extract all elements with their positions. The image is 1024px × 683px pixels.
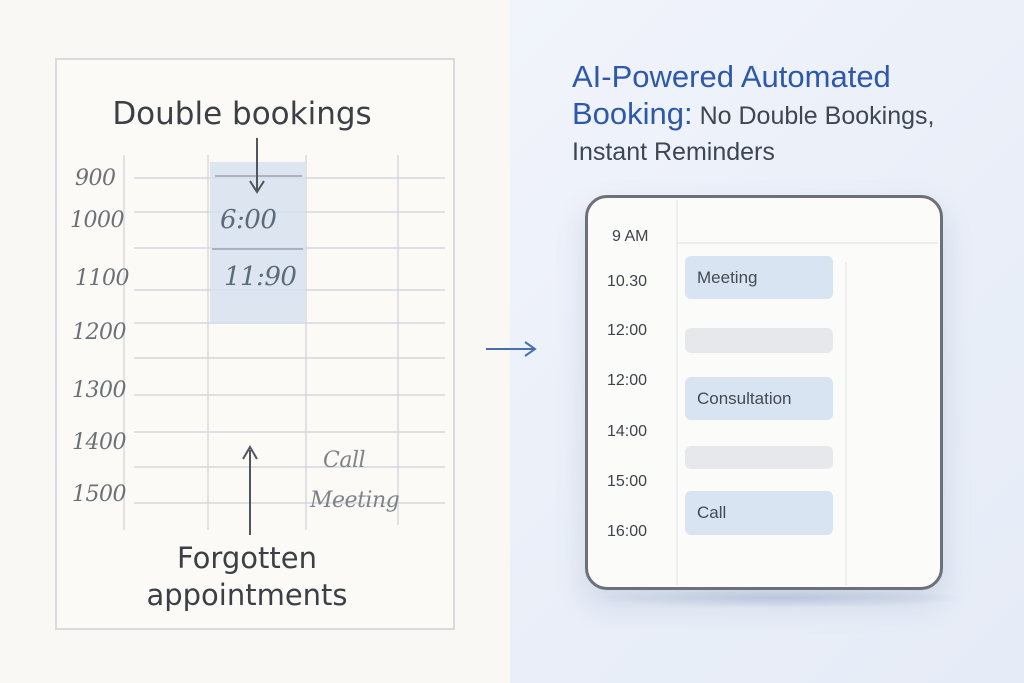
- hour-label: 1200: [72, 320, 127, 345]
- time-label: 12:00: [607, 322, 648, 339]
- paper-grid: [123, 155, 445, 530]
- forgotten-title-line2: appointments: [146, 578, 348, 612]
- event-empty-slot[interactable]: [685, 446, 833, 469]
- time-label: 14:00: [607, 423, 648, 440]
- heading-line1: AI-Powered Automated: [572, 59, 891, 94]
- forgotten-appointments-title: Forgotten appointments: [97, 540, 397, 614]
- time-label: 9 AM: [612, 228, 649, 245]
- up-arrow-icon: [242, 445, 258, 535]
- hour-label: 1000: [70, 208, 125, 233]
- down-arrow-icon: [249, 138, 265, 194]
- hour-label: 1300: [72, 378, 127, 403]
- hour-label: 1100: [75, 266, 130, 291]
- device-shadow: [590, 588, 970, 608]
- booking-block-lines: [212, 175, 303, 250]
- hour-label: 1500: [72, 482, 127, 507]
- time-label: 15:00: [607, 473, 648, 490]
- time-label: 16:00: [607, 523, 648, 540]
- event-consultation[interactable]: Consultation: [685, 377, 833, 420]
- event-meeting[interactable]: Meeting: [685, 256, 833, 299]
- handwritten-note-meeting: Meeting: [310, 488, 400, 513]
- handwritten-note-call: Call: [323, 448, 366, 473]
- right-arrow-icon: [486, 341, 537, 357]
- time-label: 10.30: [607, 273, 648, 290]
- heading-line3: Instant Reminders: [572, 138, 775, 166]
- hour-label: 900: [75, 166, 116, 191]
- event-call[interactable]: Call: [685, 491, 833, 535]
- paper-schedule-sheet: [55, 58, 455, 630]
- event-empty-slot[interactable]: [685, 328, 833, 353]
- booked-time-1: 6:00: [220, 205, 277, 235]
- heading-line2-rest: No Double Bookings,: [692, 102, 935, 130]
- double-bookings-title: Double bookings: [112, 96, 372, 132]
- event-label: Consultation: [697, 388, 792, 408]
- heading-line2-strong: Booking:: [572, 96, 693, 131]
- forgotten-title-line1: Forgotten: [177, 541, 317, 575]
- hour-label: 1400: [72, 430, 127, 455]
- booked-time-2: 11:90: [224, 262, 297, 292]
- event-label: Call: [697, 503, 727, 522]
- automated-booking-heading: AI-Powered Automated Booking: No Double …: [572, 58, 1012, 170]
- event-label: Meeting: [697, 267, 758, 287]
- time-label: 12:00: [607, 372, 648, 389]
